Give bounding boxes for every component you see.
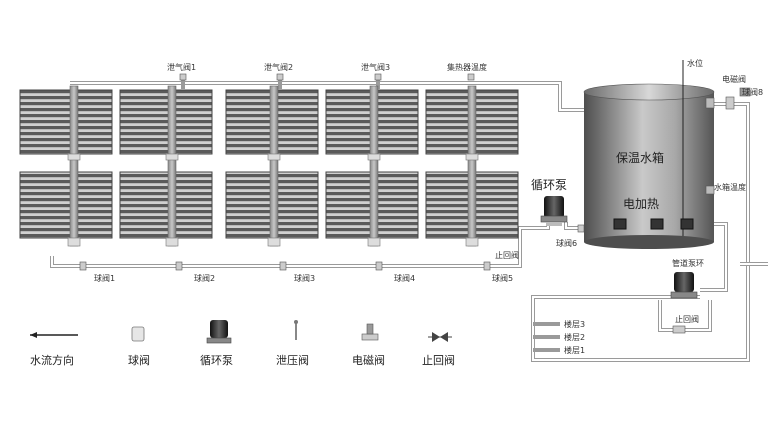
solenoid-label: 电磁阀 — [722, 74, 746, 84]
legend-relief-label: 泄压阀 — [276, 353, 309, 367]
pipe-pump-label: 管道泵环 — [672, 258, 704, 268]
tank-level-label: 水位 — [687, 58, 703, 68]
legend-pump-label: 循环泵 — [200, 354, 233, 367]
legend-pump — [206, 320, 232, 344]
legend-check-valve — [428, 332, 452, 342]
label-air-valve-1: 泄气阀1 — [167, 62, 196, 72]
solenoid-valve-icon — [361, 333, 379, 341]
floor-2-label: 楼层2 — [564, 332, 585, 342]
floor-3-label: 楼层3 — [564, 319, 585, 329]
pipes — [50, 77, 768, 362]
solenoid-valve — [725, 87, 751, 110]
legend-ball-valve-label: 球阀 — [128, 353, 150, 367]
legend-solenoid-valve — [361, 323, 379, 341]
panel-row-top — [19, 89, 519, 155]
tank-title: 保温水箱 — [616, 150, 664, 165]
pipe-pump — [670, 272, 698, 299]
check-valve-right-label: 止回阀 — [675, 314, 699, 324]
label-collector-temp: 集热器温度 — [447, 62, 487, 72]
legend-ball-valve — [131, 326, 145, 342]
label-ball-valve-5: 球阀5 — [492, 273, 513, 283]
legend-flow-label: 水流方向 — [30, 353, 74, 367]
solar-collector-array — [19, 85, 519, 247]
label-ball-valve-4: 球阀4 — [394, 273, 415, 283]
ball-valve-8-label: 球阀8 — [742, 87, 763, 97]
label-circulation-pump: 循环泵 — [531, 178, 567, 192]
label-ball-valve-1: 球阀1 — [94, 273, 115, 283]
label-check-valve-bottom: 止回阀 — [495, 250, 519, 260]
tank-heater-label: 电加热 — [623, 197, 659, 211]
legend: 水流方向 球阀 循环泵 泄压阀 电磁阀 止回阀 — [30, 320, 455, 367]
legend-solenoid-label: 电磁阀 — [352, 353, 385, 367]
legend-flow — [30, 332, 78, 338]
ball-valves-bottom — [79, 261, 491, 271]
floor-1-label: 楼层1 — [564, 345, 585, 355]
pump-icon — [210, 320, 228, 338]
label-air-valve-3: 泄气阀3 — [361, 62, 390, 72]
air-release-valves — [179, 73, 475, 81]
ball-valve-icon — [131, 326, 145, 342]
check-valve-right-icon — [672, 325, 686, 334]
panel-row-bottom — [19, 171, 519, 239]
label-ball-valve-3: 球阀3 — [294, 273, 315, 283]
label-ball-valve-2: 球阀2 — [194, 273, 215, 283]
label-air-valve-2: 泄气阀2 — [264, 62, 293, 72]
insulated-water-tank — [583, 60, 715, 249]
label-ball-valve-6: 球阀6 — [556, 238, 577, 248]
ball-valve-6-icon — [577, 224, 585, 233]
tank-temp-label: 水箱温度 — [714, 182, 746, 192]
circulation-pump — [540, 196, 568, 226]
legend-check-label: 止回阀 — [422, 353, 455, 367]
flow-arrow-icon — [30, 332, 37, 338]
legend-relief-valve — [294, 320, 298, 340]
